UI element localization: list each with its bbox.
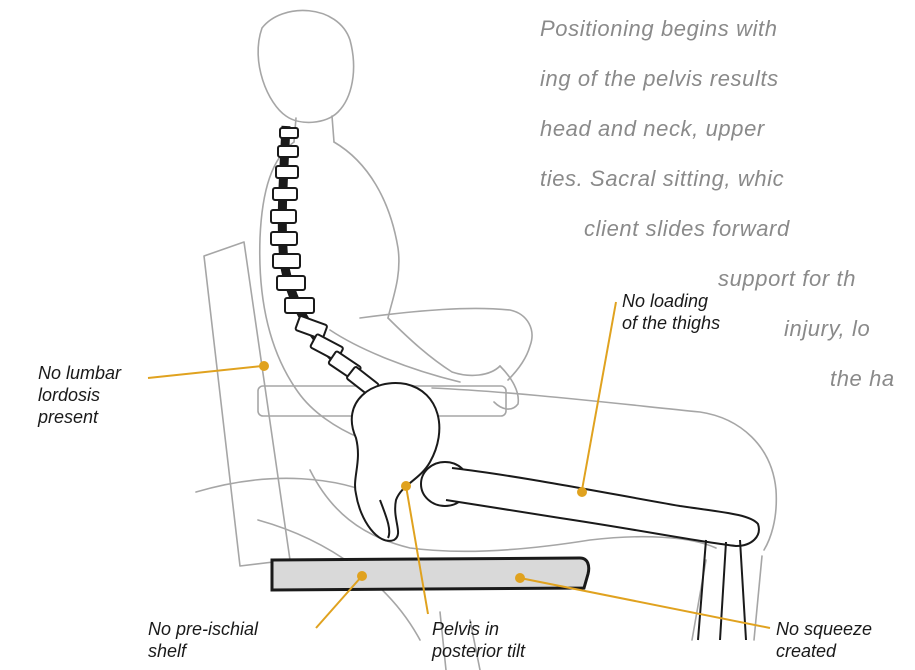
forearm-outline [360,308,532,380]
pelvis-dot [401,481,411,491]
neck-outline [294,116,334,142]
callout-no-squeeze-created: No squeeze created [776,618,872,662]
callout-line: posterior tilt [432,640,525,662]
callout-no-lumbar-lordosis: No lumbar lordosis present [38,362,121,428]
callout-line: No loading [622,290,720,312]
shelf-dot [357,571,367,581]
callout-pelvis-posterior-tilt: Pelvis in posterior tilt [432,618,525,662]
chair-back-outline [204,242,290,566]
pelvis-bone [352,383,440,541]
lumbar-leader [148,366,262,378]
callout-line: No lumbar [38,362,121,384]
callout-line: shelf [148,640,258,662]
seat-cushion [272,558,589,590]
callout-line: No squeeze [776,618,872,640]
callout-line: lordosis [38,384,121,406]
torso-front-outline [334,142,399,318]
head-outline [258,10,353,122]
squeeze-leader [520,578,770,628]
upper-arm-outline [388,318,500,375]
pelvis-and-femur [352,383,759,640]
thighs-leader [582,302,616,490]
callout-line: No pre-ischial [148,618,258,640]
callout-no-pre-ischial-shelf: No pre-ischial shelf [148,618,258,662]
lower-leg-outline [692,556,762,640]
callout-line: of the thighs [622,312,720,334]
tibia-bone [698,540,746,640]
squeeze-dot [515,573,525,583]
torso-back-outline [260,142,360,438]
lumbar-dot [259,361,269,371]
thighs-dot [577,487,587,497]
callout-line: present [38,406,121,428]
callout-line: Pelvis in [432,618,525,640]
femur-bone [446,468,759,546]
vertebrae [271,128,379,397]
callout-no-loading-thighs: No loading of the thighs [622,290,720,334]
callout-line: created [776,640,872,662]
